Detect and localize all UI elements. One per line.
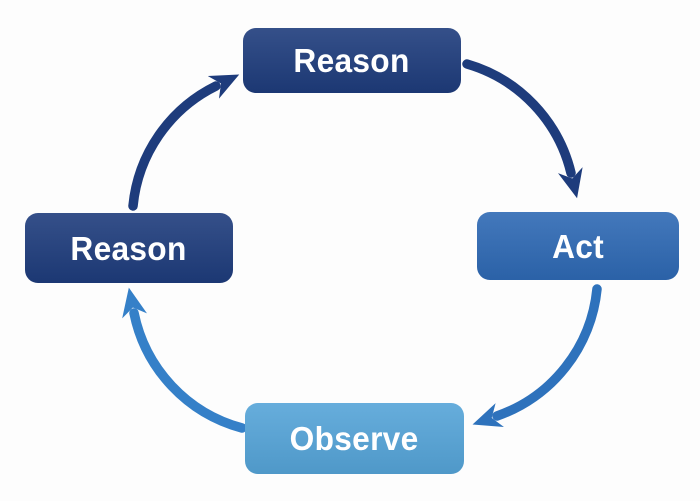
node-reason-top: Reason: [243, 28, 461, 93]
arrow-observe-to-reason-left: [122, 287, 247, 433]
node-reason-left: Reason: [25, 213, 233, 283]
node-observe-label: Observe: [290, 420, 419, 457]
node-observe: Observe: [245, 403, 464, 474]
node-act-label: Act: [552, 227, 604, 265]
arrow-reason-left-to-reason-top: [128, 74, 240, 211]
node-reason-left-label: Reason: [70, 229, 188, 267]
arrow-reason-top-to-act: [462, 59, 583, 199]
node-act: Act: [477, 212, 679, 280]
arrow-act-to-observe: [472, 284, 602, 427]
node-reason-top-label: Reason: [293, 42, 411, 79]
